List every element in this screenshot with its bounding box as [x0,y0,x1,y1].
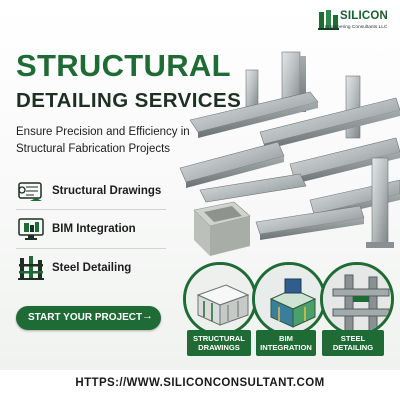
silicon-logo-icon [318,10,339,30]
cta-label: START YOUR PROJECT [28,312,143,323]
blueprint-icon [18,182,42,201]
circle-label-line: STRUCTURAL [193,334,245,343]
bim-monitor-icon [18,218,44,240]
steel-detailing-circle [320,262,394,336]
start-project-button[interactable]: START YOUR PROJECT → [16,306,161,330]
divider [16,209,166,210]
arrow-right-icon: → [142,310,153,322]
headline-sub: DETAILING SERVICES [16,89,242,112]
logo-subtitle: Engineering Consultants LLC [325,25,388,30]
circle-label-steel-detailing: STEEL DETAILING [322,330,384,356]
circle-label-bim-integration: BIM INTEGRATION [256,330,316,356]
brand-logo[interactable]: SILICON Engineering Consultants LLC [318,6,396,36]
service-label: BIM Integration [52,223,136,235]
service-structural-drawings[interactable]: Structural Drawings [16,177,168,207]
service-bim-integration[interactable]: BIM Integration [16,215,168,245]
drawing-model-icon [186,265,254,333]
website-link[interactable]: HTTPS://WWW.SILICONCONSULTANT.COM [75,377,325,389]
circle-label-structural-drawings: STRUCTURAL DRAWINGS [187,330,251,356]
logo-name: SILICON [340,10,389,22]
service-steel-detailing[interactable]: Steel Detailing [16,254,168,284]
circle-label-line: INTEGRATION [260,343,312,352]
circle-label-line: STEEL [340,334,366,343]
structural-drawings-circle [183,262,257,336]
circle-label-line: DETAILING [332,343,374,352]
service-label: Steel Detailing [52,262,132,274]
tagline-line-1: Ensure Precision and Efficiency in [16,126,190,138]
bim-integration-circle [252,262,326,336]
circle-label-line: BIM [279,334,293,343]
service-label: Structural Drawings [52,185,162,197]
headline-main: STRUCTURAL [16,48,231,83]
steel-building-icon [18,256,44,280]
bim-building-icon [255,265,323,333]
divider [16,248,166,249]
circle-label-line: DRAWINGS [198,343,240,352]
website-bar: HTTPS://WWW.SILICONCONSULTANT.COM [0,370,400,400]
steel-frame-icon [323,265,391,333]
tagline-line-2: Structural Fabrication Projects [16,143,171,155]
steel-beams-illustration [179,51,400,256]
